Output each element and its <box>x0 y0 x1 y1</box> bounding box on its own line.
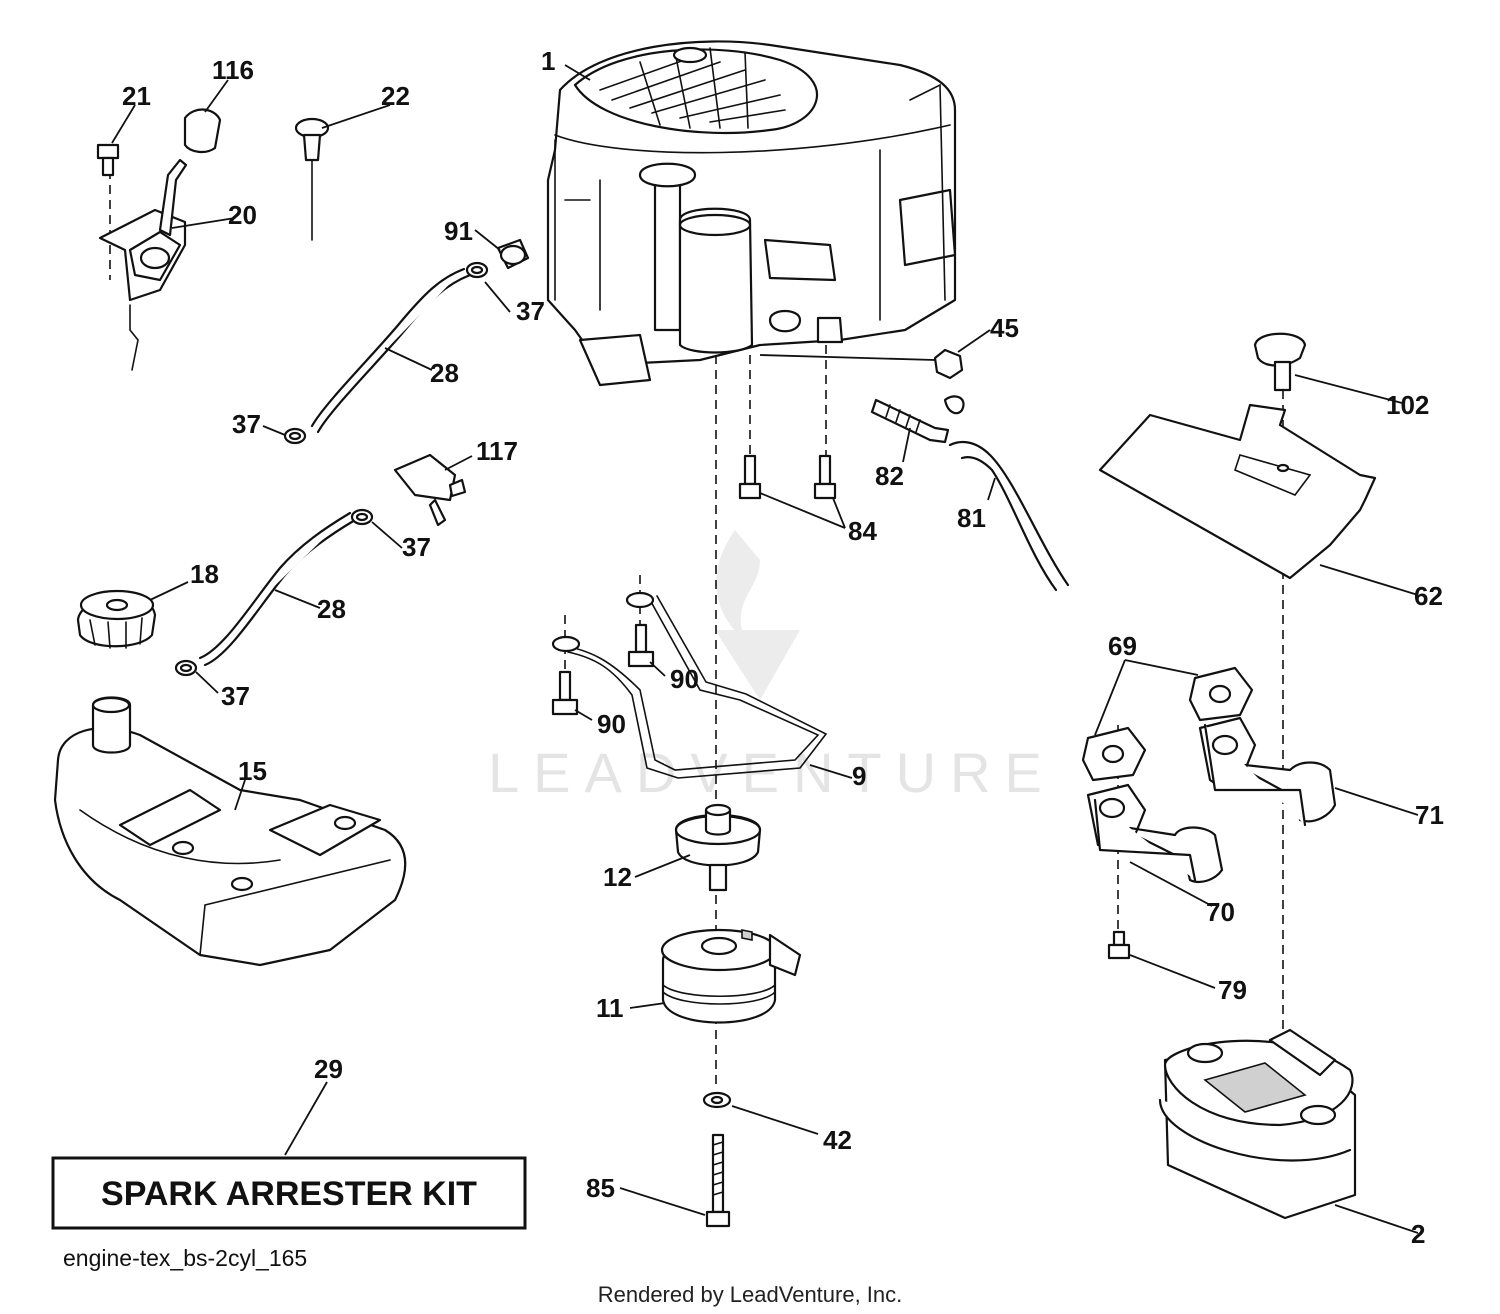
callout-69: 69 <box>1108 631 1137 661</box>
callout-15: 15 <box>238 756 267 786</box>
gasket-69-b <box>1081 726 1147 782</box>
washer-42 <box>702 1091 732 1109</box>
callout-1: 1 <box>541 46 555 76</box>
bolt-84-b <box>813 454 837 500</box>
clamp-37-b <box>283 427 307 445</box>
fuel-cap-18 <box>76 589 157 649</box>
hose-81 <box>948 440 1070 592</box>
callout-37-d: 37 <box>221 681 250 711</box>
callout-116: 116 <box>212 55 254 85</box>
watermark: LEADVENTURE <box>488 530 1056 804</box>
exhaust-pipe-70 <box>1086 783 1224 884</box>
callout-18: 18 <box>190 559 219 589</box>
callout-90-b: 90 <box>597 709 626 739</box>
callout-91: 91 <box>444 216 473 246</box>
drain-tube-part <box>551 591 828 779</box>
clutch-part <box>660 928 802 1024</box>
callout-42: 42 <box>823 1125 852 1155</box>
callout-2: 2 <box>1411 1219 1425 1249</box>
muffler-part <box>1158 1028 1357 1220</box>
callout-29: 29 <box>314 1054 343 1084</box>
plug-91 <box>496 238 530 270</box>
bolt-85 <box>705 1133 731 1228</box>
spark-arrester-kit-box: SPARK ARRESTER KIT <box>51 1156 527 1230</box>
callout-102: 102 <box>1386 390 1429 420</box>
callout-82: 82 <box>875 461 904 491</box>
callouts: 1 2 9 11 12 15 18 20 21 22 28 28 29 37 3… <box>122 46 1444 1249</box>
watermark-text: LEADVENTURE <box>488 741 1056 804</box>
gasket-69-a <box>1188 666 1254 722</box>
choke-22 <box>294 117 330 241</box>
bolt-84-a <box>738 454 762 500</box>
clamp-37-d <box>174 659 198 677</box>
knob-102 <box>1253 332 1307 392</box>
exhaust-pipe-71 <box>1198 716 1337 827</box>
fuel-hose-upper <box>310 267 472 434</box>
nut-45 <box>933 348 964 380</box>
callout-85: 85 <box>586 1173 615 1203</box>
callout-90-a: 90 <box>670 664 699 694</box>
callout-12: 12 <box>603 862 632 892</box>
callout-37-c: 37 <box>402 532 431 562</box>
valve-82 <box>870 395 965 444</box>
callout-117: 117 <box>476 436 518 466</box>
callout-28-upper: 28 <box>430 358 459 388</box>
callout-11: 11 <box>596 993 624 1023</box>
throttle-20 <box>98 158 188 371</box>
callout-28-lower: 28 <box>317 594 346 624</box>
callout-71: 71 <box>1415 800 1444 830</box>
callout-37-b: 37 <box>232 409 261 439</box>
callout-84: 84 <box>848 516 877 546</box>
bolt-90-a <box>551 670 579 716</box>
engine-part <box>546 40 957 387</box>
knob-116 <box>183 108 222 154</box>
clamp-37-a <box>465 261 489 279</box>
callout-20: 20 <box>228 200 257 230</box>
bolt-21 <box>96 143 120 177</box>
callout-70: 70 <box>1206 897 1235 927</box>
callout-79: 79 <box>1218 975 1247 1005</box>
bolt-79 <box>1107 930 1131 960</box>
bolt-90-b <box>627 623 655 668</box>
fuel-hose-lower <box>198 511 357 667</box>
leader-lines <box>111 64 1419 1234</box>
filter-117 <box>393 453 467 527</box>
footer-credit: Rendered by LeadVenture, Inc. <box>598 1282 903 1307</box>
callout-81: 81 <box>957 503 986 533</box>
callout-22: 22 <box>381 81 410 111</box>
clamp-37-c <box>350 508 374 526</box>
callout-21: 21 <box>122 81 151 111</box>
callout-62: 62 <box>1414 581 1443 611</box>
spark-arrester-kit-label: SPARK ARRESTER KIT <box>101 1175 477 1213</box>
callout-45: 45 <box>990 313 1019 343</box>
callout-9: 9 <box>852 761 866 791</box>
pulley-part <box>674 803 762 892</box>
diagram-filename: engine-tex_bs-2cyl_165 <box>63 1245 307 1271</box>
shield-62 <box>1098 403 1377 580</box>
fuel-tank-15 <box>53 696 407 967</box>
callout-37-a: 37 <box>516 296 545 326</box>
